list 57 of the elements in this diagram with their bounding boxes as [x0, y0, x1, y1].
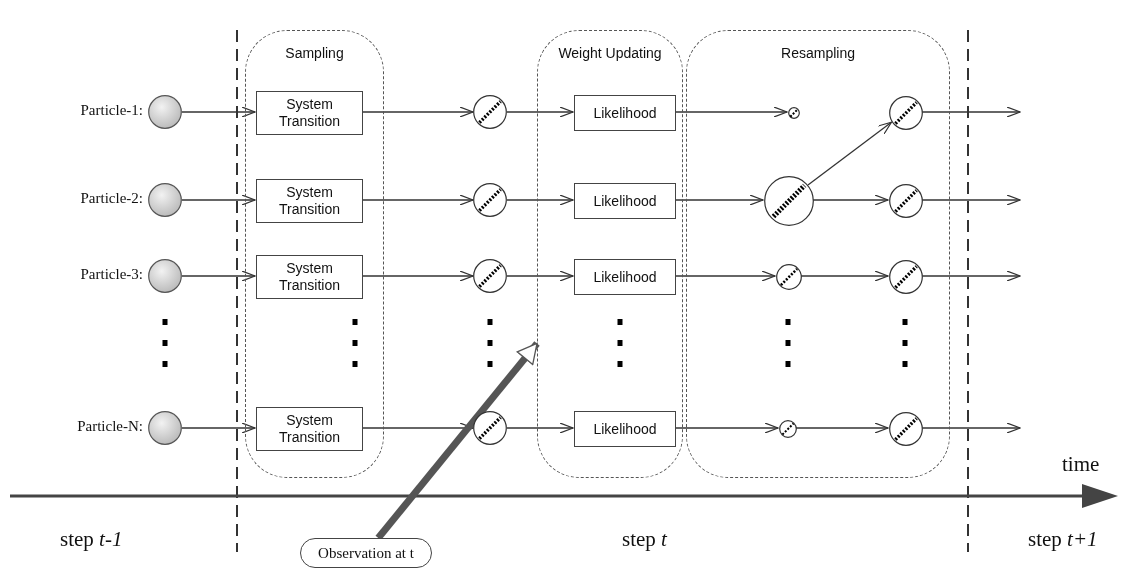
- arrow: [674, 106, 788, 118]
- arrow: [361, 106, 474, 118]
- process-box: Likelihood: [574, 411, 676, 447]
- process-box: System Transition: [256, 255, 363, 299]
- process-box: System Transition: [256, 179, 363, 223]
- particle-circle: [148, 411, 182, 445]
- time-label: time: [1062, 452, 1100, 477]
- stage-title: Sampling: [284, 45, 345, 61]
- weighted-particle-circle: [473, 95, 507, 129]
- process-box: System Transition: [256, 407, 363, 451]
- weighted-particle-circle: [889, 96, 923, 130]
- weighted-particle-circle: [889, 260, 923, 294]
- arrow: [674, 270, 776, 282]
- particle-label: Particle-2:: [80, 190, 143, 207]
- weighted-particle-circle: [473, 183, 507, 217]
- particle-label: Particle-3:: [80, 266, 143, 283]
- arrow: [181, 422, 256, 434]
- arrow: [361, 194, 474, 206]
- arrow: [506, 106, 574, 118]
- particle-label: Particle-1:: [80, 102, 143, 119]
- weighted-particle-circle: [889, 412, 923, 446]
- weighted-particle-circle: [779, 420, 797, 438]
- particle-circle: [148, 183, 182, 217]
- process-box: Likelihood: [574, 183, 676, 219]
- weighted-particle-circle: [764, 176, 814, 226]
- particle-label: Particle-N:: [77, 418, 143, 435]
- process-box: Likelihood: [574, 259, 676, 295]
- stage-group: [537, 30, 683, 478]
- weighted-particle-circle: [473, 411, 507, 445]
- arrow: [807, 121, 893, 186]
- particle-circle: [148, 259, 182, 293]
- arrow: [800, 270, 889, 282]
- step-label: step t-1: [60, 527, 123, 552]
- stage-title: Weight Updating: [557, 45, 663, 61]
- step-label: step t: [622, 527, 667, 552]
- arrow: [181, 106, 256, 118]
- arrow: [506, 194, 574, 206]
- weighted-particle-circle: [776, 264, 802, 290]
- arrow: [361, 270, 474, 282]
- stage-group: [245, 30, 384, 478]
- weighted-particle-circle: [788, 107, 800, 119]
- arrow: [181, 270, 256, 282]
- stage-title: Resampling: [780, 45, 856, 61]
- observation-box: Observation at t: [300, 538, 432, 568]
- stage-group: [686, 30, 950, 478]
- process-box: System Transition: [256, 91, 363, 135]
- arrow: [674, 194, 764, 206]
- weighted-particle-circle: [473, 259, 507, 293]
- step-label: step t+1: [1028, 527, 1098, 552]
- arrow: [506, 270, 574, 282]
- arrow: [506, 422, 574, 434]
- arrow: [795, 422, 889, 434]
- arrow: [674, 422, 779, 434]
- process-box: Likelihood: [574, 95, 676, 131]
- particle-circle: [148, 95, 182, 129]
- arrow: [181, 194, 256, 206]
- weighted-particle-circle: [889, 184, 923, 218]
